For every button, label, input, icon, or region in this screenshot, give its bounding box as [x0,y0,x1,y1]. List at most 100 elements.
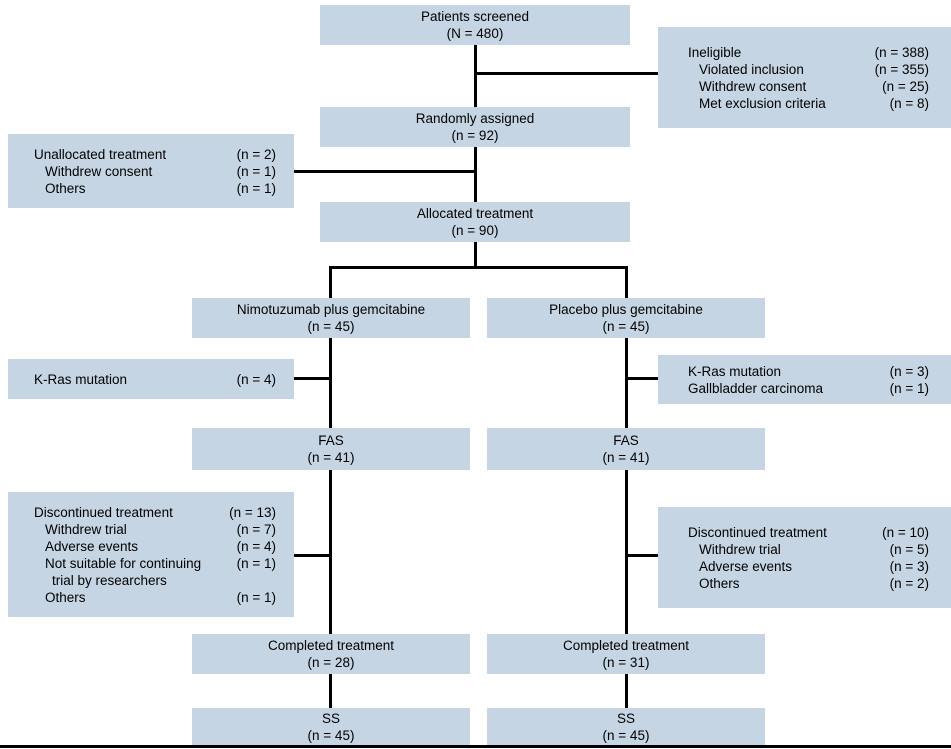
unallocated-row: Unallocated treatment (n = 2) [34,146,276,163]
node-patients-screened: Patients screened (N = 480) [320,5,630,45]
discontinued-right-row-count: (n = 3) [889,558,929,574]
discontinued-right-row: Discontinued treatment (n = 10) [688,524,929,541]
exclusion-right-row-count: (n = 1) [889,380,929,396]
node-ss-right-line1: SS [616,711,635,726]
node-allocated-treatment: Allocated treatment (n = 90) [320,202,630,242]
node-allocated-treatment-line2: (n = 90) [451,223,499,238]
node-exclusion-left: K-Ras mutation (n = 4) [8,359,294,399]
connector-to-ineligible [474,72,658,75]
node-arm-nimotuzumab-line1: Nimotuzumab plus gemcitabine [236,302,426,317]
node-completed-right-line1: Completed treatment [562,638,690,653]
node-randomly-assigned-line2: (n = 92) [451,128,499,143]
node-ss-left-line1: SS [321,711,340,726]
discontinued-left-row-count: (n = 13) [229,504,276,520]
exclusion-right-row-label: Gallbladder carcinoma [688,380,824,396]
node-arm-placebo: Placebo plus gemcitabine (n = 45) [487,298,765,338]
node-patients-screened-line1: Patients screened [420,9,530,24]
unallocated-row: Others (n = 1) [34,180,276,197]
node-exclusion-right: K-Ras mutation (n = 3) Gallbladder carci… [658,355,951,404]
ineligible-row-count: (n = 25) [882,78,929,94]
node-randomly-assigned: Randomly assigned (n = 92) [320,107,630,147]
unallocated-row-count: (n = 2) [236,146,276,162]
discontinued-left-row: Withdrew trial (n = 7) [34,521,276,538]
discontinued-left-row-count: (n = 1) [236,589,276,605]
ineligible-row-label: Withdrew consent [699,78,807,94]
node-discontinued-left: Discontinued treatment (n = 13) Withdrew… [8,492,294,617]
discontinued-right-row-label: Withdrew trial [699,541,781,557]
connector-allocated-fork [329,266,628,269]
discontinued-right-row-label: Adverse events [699,558,793,574]
discontinued-left-row-count: (n = 4) [236,538,276,554]
connector-to-unallocated [294,170,477,173]
node-completed-left-line2: (n = 28) [307,655,355,670]
node-unallocated-treatment: Unallocated treatment (n = 2) Withdrew c… [8,134,294,208]
discontinued-right-row-count: (n = 2) [889,575,929,591]
exclusion-right-row-count: (n = 3) [889,363,929,379]
discontinued-left-row-count: (n = 7) [236,521,276,537]
discontinued-left-row-label: Adverse events [45,538,139,554]
node-fas-left-line1: FAS [318,433,344,448]
node-discontinued-right: Discontinued treatment (n = 10) Withdrew… [658,507,951,608]
node-randomly-assigned-line1: Randomly assigned [415,111,535,126]
discontinued-left-row-label: Others [45,589,86,605]
node-completed-left-line1: Completed treatment [267,638,395,653]
discontinued-right-row-count: (n = 5) [889,541,929,557]
ineligible-row: Met exclusion criteria (n = 8) [688,95,929,112]
node-completed-right-line2: (n = 31) [602,655,650,670]
exclusion-left-row-label: K-Ras mutation [34,371,128,387]
connector-screened-to-randomized [474,45,477,107]
node-allocated-treatment-line1: Allocated treatment [416,206,534,221]
connector-to-exclusion-left [294,377,332,380]
node-ss-left-line2: (n = 45) [307,728,355,743]
ineligible-row-count: (n = 8) [889,95,929,111]
discontinued-right-row-count: (n = 10) [882,524,929,540]
exclusion-right-row: K-Ras mutation (n = 3) [688,363,929,380]
ineligible-row: Ineligible (n = 388) [688,44,929,61]
connector-right-arm-to-fas [625,338,628,428]
node-fas-right-line1: FAS [613,433,639,448]
ineligible-row-label: Violated inclusion [699,61,804,77]
node-ss-right: SS (n = 45) [487,708,765,746]
exclusion-left-row: K-Ras mutation (n = 4) [34,371,276,388]
node-arm-placebo-line2: (n = 45) [602,319,650,334]
node-completed-left: Completed treatment (n = 28) [192,634,470,674]
unallocated-row-label: Withdrew consent [45,163,153,179]
connector-fork-right-drop [625,266,628,298]
connector-to-discontinued-right [625,554,658,557]
node-arm-placebo-line1: Placebo plus gemcitabine [549,302,703,317]
node-fas-left: FAS (n = 41) [192,428,470,470]
node-ss-right-line2: (n = 45) [602,728,650,743]
connector-left-arm-to-fas [329,338,332,428]
connector-left-completed-to-ss [329,674,332,708]
discontinued-left-row: Discontinued treatment (n = 13) [34,504,276,521]
discontinued-left-row-label: Withdrew trial [45,521,127,537]
discontinued-right-row: Withdrew trial (n = 5) [688,541,929,558]
unallocated-row-count: (n = 1) [236,180,276,196]
exclusion-left-row-count: (n = 4) [236,371,276,387]
discontinued-right-row-label: Discontinued treatment [688,524,827,540]
discontinued-left-row-label: trial by researchers [52,572,167,588]
node-completed-right: Completed treatment (n = 31) [487,634,765,674]
discontinued-left-row-label: Discontinued treatment [34,504,173,520]
discontinued-left-row-count: (n = 1) [236,555,276,571]
discontinued-right-row-label: Others [699,575,740,591]
exclusion-right-row: Gallbladder carcinoma (n = 1) [688,380,929,397]
connector-left-fas-to-completed [329,470,332,634]
connector-to-exclusion-right [625,377,658,380]
unallocated-row-count: (n = 1) [236,163,276,179]
discontinued-right-row: Adverse events (n = 3) [688,558,929,575]
ineligible-row-label: Met exclusion criteria [699,95,826,111]
ineligible-row-count: (n = 355) [874,61,929,77]
discontinued-left-row: trial by researchers [34,572,276,589]
discontinued-right-row: Others (n = 2) [688,575,929,592]
node-patients-screened-line2: (N = 480) [446,26,504,41]
discontinued-left-row: Adverse events (n = 4) [34,538,276,555]
discontinued-left-row: Others (n = 1) [34,589,276,606]
connector-allocated-stem [474,242,477,269]
connector-to-discontinued-left [294,554,332,557]
ineligible-row-count: (n = 388) [874,44,929,60]
node-ss-left: SS (n = 45) [192,708,470,746]
exclusion-right-row-label: K-Ras mutation [688,363,782,379]
connector-right-fas-to-completed [625,470,628,634]
